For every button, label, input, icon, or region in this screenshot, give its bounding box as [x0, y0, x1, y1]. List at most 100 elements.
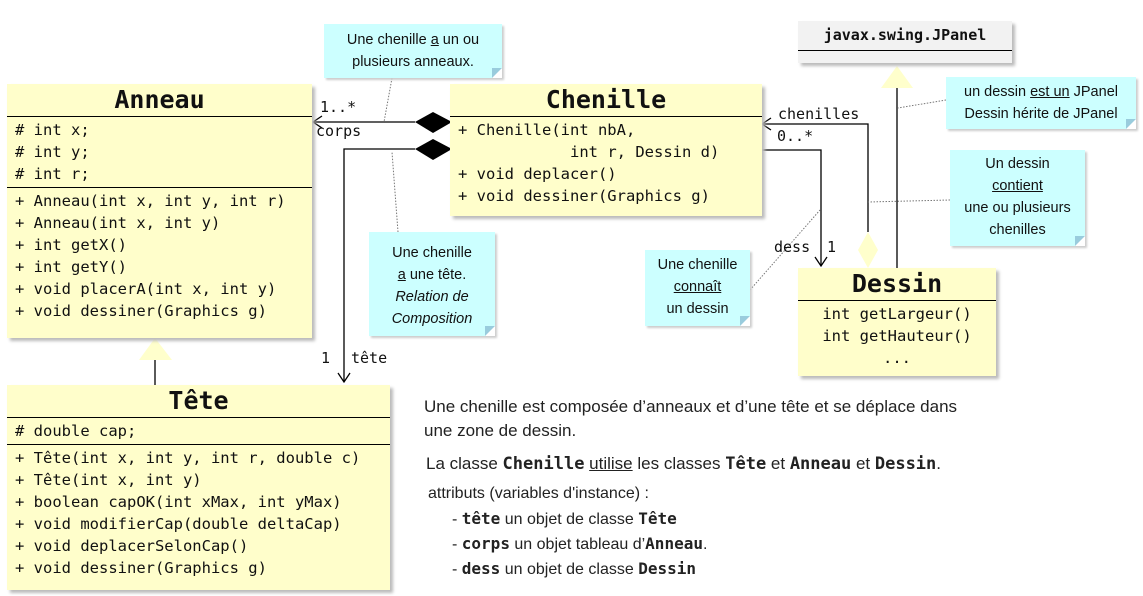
- text-fragment: La classe: [426, 454, 503, 473]
- methods: + Chenille(int nbA, int r, Dessin d) + v…: [450, 117, 762, 209]
- dess-association-line: [762, 149, 822, 266]
- text-fragment: a: [397, 267, 406, 283]
- text-fragment: JPanel: [1069, 84, 1118, 100]
- text-fragment: connaît: [673, 279, 722, 295]
- methods: int getLargeur() int getHauteur() ...: [798, 301, 996, 371]
- class-title: Dessin: [798, 268, 996, 301]
- chenilles-arrowhead: [760, 117, 772, 131]
- method: + void modifierCap(double deltaCap): [15, 515, 342, 533]
- text-fragment: Composition: [391, 311, 473, 327]
- class-jpanel: javax.swing.JPanel: [798, 21, 1012, 63]
- tete-role: tête: [351, 349, 388, 367]
- class-chenille: Chenille + Chenille(int nbA, int r, Dess…: [450, 84, 762, 216]
- attributes-list: - tête un objet de classe Tête - corps u…: [452, 507, 707, 582]
- text-fragment: et: [851, 454, 875, 473]
- text-fragment: Une chenille: [346, 32, 431, 48]
- text-fragment: Tête: [725, 454, 767, 474]
- chenilles-multiplicity: 0..*: [777, 127, 814, 145]
- description-paragraph: Une chenille est composée d’anneaux et d…: [424, 397, 958, 440]
- note-anneaux: Une chenille a un ou plusieurs anneaux.: [324, 24, 502, 78]
- text-fragment: un dessin: [964, 84, 1031, 100]
- method: + void deplacer(): [458, 165, 617, 183]
- method: + void dessiner(Graphics g): [458, 187, 710, 205]
- class-title: javax.swing.JPanel: [798, 21, 1012, 51]
- text-fragment: une tête.: [405, 267, 467, 283]
- text-fragment: Relation de: [395, 289, 469, 305]
- composition-diamond-corps: [415, 112, 452, 133]
- attribute: # int r;: [15, 165, 90, 183]
- text-fragment: un objet de classe: [500, 561, 639, 578]
- text-fragment: contient: [992, 178, 1043, 194]
- methods: + Tête(int x, int y, int r, double c) + …: [7, 445, 390, 581]
- text-fragment: une ou plusieurs: [964, 200, 1071, 216]
- text-fragment: est un: [1030, 84, 1070, 100]
- aggregation-diamond: [858, 232, 878, 268]
- text-fragment: Chenille: [502, 454, 585, 474]
- attribute: # double cap;: [15, 422, 137, 440]
- method: + void deplacerSelonCap(): [15, 537, 249, 555]
- attributes: # int x; # int y; # int r;: [7, 117, 312, 188]
- text-fragment: Anneau: [645, 534, 703, 553]
- class-title: Tête: [7, 385, 390, 418]
- composition-diamond-tete: [415, 139, 452, 160]
- note-link-4: [867, 199, 951, 203]
- text-fragment: et: [766, 454, 790, 473]
- text-fragment: plusieurs anneaux.: [352, 54, 474, 70]
- note-tete: Une chenille a une tête. Relation de Com…: [369, 232, 495, 336]
- classes-sentence: La classe Chenille utilise les classes T…: [426, 452, 941, 476]
- inheritance-triangle-jpanel: [881, 66, 913, 88]
- method: + void dessiner(Graphics g): [15, 559, 267, 577]
- class-tete: Tête # double cap; + Tête(int x, int y, …: [7, 385, 390, 590]
- text-fragment: .: [702, 536, 708, 553]
- corps-role: corps: [316, 122, 362, 140]
- class-anneau: Anneau # int x; # int y; # int r; + Anne…: [7, 84, 312, 338]
- text-fragment: Dessin: [638, 559, 696, 578]
- text-fragment: un objet de classe: [500, 511, 639, 528]
- text-fragment: chenilles: [989, 222, 1046, 238]
- method: + Chenille(int nbA,: [458, 121, 636, 139]
- text-fragment: Une chenille: [392, 245, 472, 261]
- method: + Anneau(int x, int y, int r): [15, 192, 286, 210]
- note-link-1: [383, 77, 393, 123]
- note-link-3: [897, 99, 947, 109]
- tete-arrowhead: [337, 372, 351, 384]
- corps-multiplicity: 1..*: [320, 98, 357, 116]
- method: + void dessiner(Graphics g): [15, 302, 267, 320]
- method: + Tête(int x, int y, int r, double c): [15, 449, 361, 467]
- method: + Anneau(int x, int y): [15, 214, 221, 232]
- attribute: # int y;: [15, 143, 90, 161]
- dess-role: dess: [774, 238, 811, 256]
- text-fragment: corps: [461, 534, 510, 553]
- method-continuation: int r, Dessin d): [570, 143, 720, 161]
- text-fragment: Une chenille: [657, 257, 738, 273]
- attribute-item: - tête un objet de classe Tête: [452, 507, 707, 532]
- method: ...: [883, 349, 911, 367]
- text-fragment: dess: [461, 559, 501, 578]
- text-fragment: -: [452, 511, 462, 528]
- class-dessin: Dessin int getLargeur() int getHauteur()…: [798, 268, 996, 376]
- dess-multiplicity: 1: [827, 238, 837, 256]
- text-fragment: Un dessin: [985, 156, 1050, 172]
- note-link-2: [391, 151, 399, 233]
- text-fragment: Dessin hérite de JPanel: [964, 106, 1118, 122]
- text-fragment: un dessin: [666, 301, 729, 317]
- text-fragment: a: [430, 32, 439, 48]
- text-fragment: Tête: [638, 509, 677, 528]
- text-fragment: -: [452, 536, 462, 553]
- attribute-item: - dess un objet de classe Dessin: [452, 557, 707, 582]
- text-fragment: tête: [461, 509, 501, 528]
- text-fragment: un ou: [438, 32, 480, 48]
- text-fragment: .: [936, 454, 942, 473]
- text-fragment: un objet tableau d’: [509, 536, 646, 553]
- method: + int getY(): [15, 258, 127, 276]
- chenilles-role: chenilles: [778, 105, 860, 123]
- attributes-heading: attributs (variables d'instance) :: [428, 485, 649, 502]
- text-fragment: les classes: [632, 454, 726, 473]
- chenilles-association-line: [762, 123, 869, 232]
- class-title: Chenille: [450, 84, 762, 117]
- text-fragment: Anneau: [789, 454, 852, 474]
- method: int getLargeur(): [822, 305, 972, 323]
- attribute: # int x;: [15, 121, 90, 139]
- attributes: # double cap;: [7, 418, 390, 445]
